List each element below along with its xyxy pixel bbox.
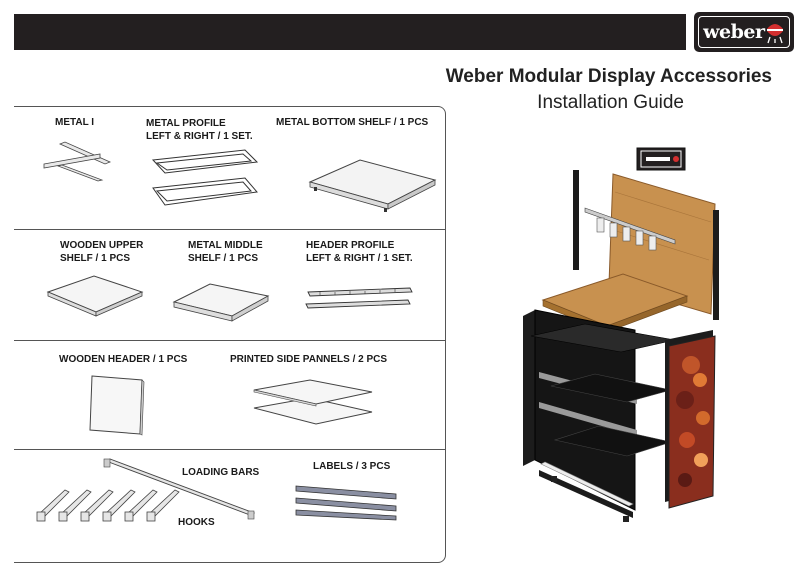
metal-profile-illustration — [151, 149, 259, 206]
header-profile-illustration — [305, 287, 413, 309]
logo-text: weber — [703, 21, 765, 43]
metal-middle-shelf-illustration — [172, 283, 270, 322]
label-metal-bottom-shelf: METAL BOTTOM SHELF / 1 PCS — [276, 117, 429, 128]
label-header-profile-line1: HEADER PROFILE — [306, 240, 395, 251]
wooden-header-illustration — [89, 375, 145, 436]
wooden-upper-shelf-illustration — [46, 275, 144, 317]
metal-i-illustration — [43, 141, 112, 182]
label-metal-profile-line1: METAL PROFILE — [146, 118, 226, 129]
guide-subtitle: Installation Guide — [537, 92, 684, 113]
label-loading-bars: LOADING BARS — [182, 467, 260, 478]
label-printed-side-pannels: PRINTED SIDE PANNELS / 2 PCS — [230, 354, 388, 365]
label-labels: LABELS / 3 PCS — [313, 461, 391, 472]
label-wooden-upper-line1: WOODEN UPPER — [60, 240, 144, 251]
parts-row-4 — [14, 449, 446, 563]
label-hooks: HOOKS — [178, 517, 215, 528]
guide-title: Weber Modular Display Accessories — [445, 66, 772, 87]
black-cabinet-side — [523, 310, 535, 466]
metal-bottom-shelf-illustration — [308, 159, 437, 212]
label-metal-profile-line2: LEFT & RIGHT / 1 SET. — [146, 131, 253, 142]
label-metal-middle-line1: METAL MIDDLE — [188, 240, 263, 251]
printed-side-pannels-illustration — [253, 379, 373, 425]
header-bar — [14, 14, 686, 50]
kettle-grill-icon — [766, 24, 783, 44]
labels-illustration — [295, 485, 397, 521]
weber-logo: weber — [694, 12, 794, 52]
hooks-illustration — [36, 489, 180, 522]
label-wooden-header: WOODEN HEADER / 1 PCS — [59, 354, 188, 365]
label-metal-middle-line2: SHELF / 1 PCS — [188, 253, 259, 264]
header-logo-sign — [636, 147, 686, 171]
loading-bar-illustration — [103, 458, 256, 520]
label-metal-i: METAL I — [55, 117, 95, 128]
assembled-display-illustration — [523, 147, 719, 522]
label-header-profile-line2: LEFT & RIGHT / 1 SET. — [306, 253, 413, 264]
label-wooden-upper-line2: SHELF / 1 PCS — [60, 253, 131, 264]
